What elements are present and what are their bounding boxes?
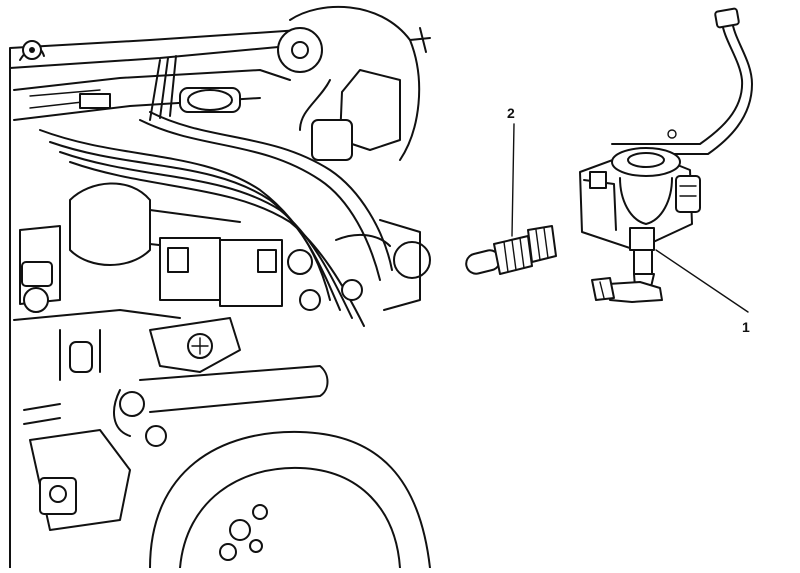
part-2-fitting xyxy=(465,225,557,275)
callout-1: 1 xyxy=(655,249,750,335)
callout-2: 2 xyxy=(507,105,515,237)
callout-1-label: 1 xyxy=(742,319,750,335)
callout-2-label: 2 xyxy=(507,105,515,121)
engine-block xyxy=(9,5,431,569)
part-1-assembly xyxy=(579,7,753,303)
